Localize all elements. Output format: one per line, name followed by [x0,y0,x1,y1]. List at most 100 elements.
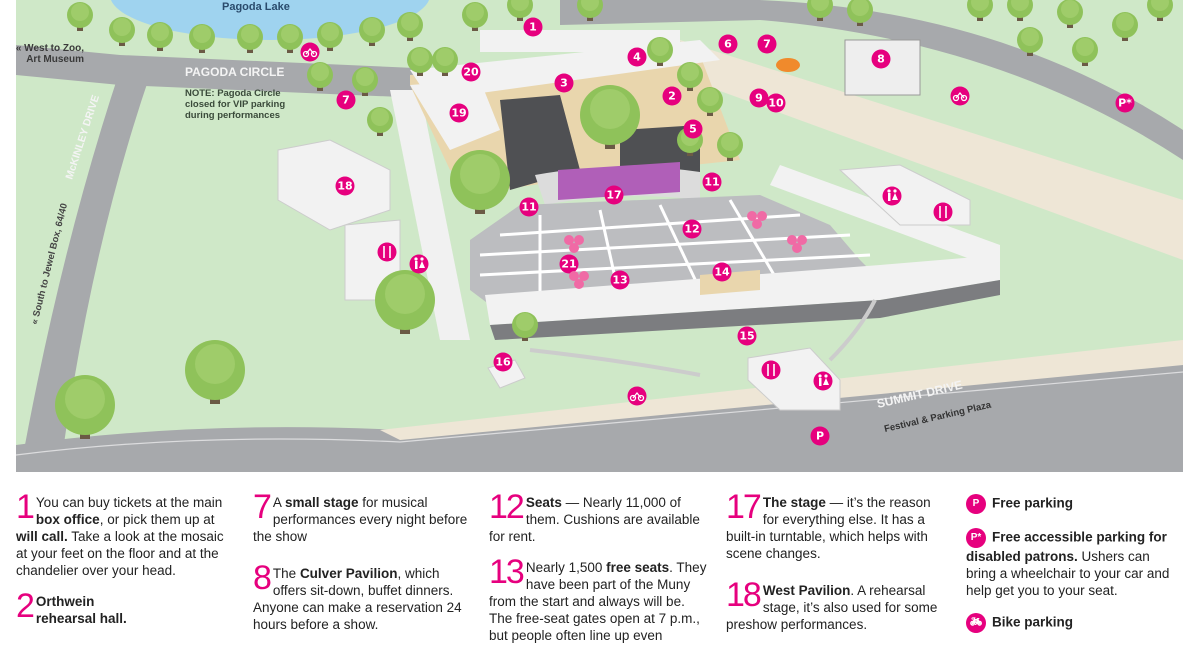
muny-site-map: Pagoda Lake « West to Zoo, Art Museum PA… [16,0,1184,472]
svg-text:12: 12 [684,223,699,236]
svg-text:10: 10 [768,97,784,110]
svg-text:9: 9 [755,92,763,105]
marker-11-east[interactable]: 11 [702,172,722,192]
svg-text:13: 13 [612,274,627,287]
marker-10[interactable]: 10 [766,93,786,113]
restroom-icon [409,254,429,274]
svg-text:11: 11 [704,176,719,189]
legend-text: , which offers sit-down, buffet dinners.… [253,566,462,632]
svg-text:14: 14 [714,266,730,279]
marker-12[interactable]: 12 [682,219,702,239]
legend-accessible-parking: P*Free accessible parking for disabled p… [966,528,1181,599]
legend-text: — Nearly 11,000 of them. Cushions are av… [489,495,700,544]
marker-16[interactable]: 16 [493,352,513,372]
svg-text:P*: P* [1118,97,1132,110]
flower-icons [564,211,807,289]
marker-5[interactable]: 5 [683,119,703,139]
note-line: during performances [185,110,280,121]
legend-text-bold: Bike parking [992,614,1074,630]
marker-4[interactable]: 4 [627,47,647,67]
stage [558,162,680,200]
marker-8[interactable]: 8 [871,49,891,69]
marker-6[interactable]: 6 [718,34,738,54]
restroom-icon [813,371,833,391]
svg-text:5: 5 [689,123,697,136]
marker-1[interactable]: 1 [523,17,543,37]
bike-icon [950,86,970,106]
marker-2[interactable]: 2 [662,86,682,106]
svg-text:P: P [816,430,824,443]
legend-bike-parking: 🚲︎ Bike parking [966,613,1181,633]
svg-text:17: 17 [606,189,621,202]
svg-text:18: 18 [337,180,352,193]
marker-9[interactable]: 9 [749,88,769,108]
svg-text:1: 1 [529,21,537,34]
fork-knife-icon [761,360,781,380]
marker-20[interactable]: 20 [461,62,481,82]
flower-icon [787,235,807,253]
east-canopy [770,165,1000,270]
marker-14[interactable]: 14 [712,262,732,282]
legend-number: 18 [726,576,762,614]
marker-19[interactable]: 19 [449,103,469,123]
accessible-parking-marker[interactable]: P* [1115,93,1135,113]
bike-icon [300,42,320,62]
svg-text:21: 21 [561,258,576,271]
svg-text:16: 16 [495,356,511,369]
legend-text-bold: Seats [525,495,562,510]
marker-13[interactable]: 13 [610,270,630,290]
legend-text-bold: will call. [16,529,68,544]
pagoda-circle-label: PAGODA CIRCLE [185,65,284,79]
marker-18[interactable]: 18 [335,176,355,196]
legend-text: A [272,495,285,510]
marker-7-west[interactable]: 7 [336,90,356,110]
flower-icon [569,271,589,289]
marker-7[interactable]: 7 [757,34,777,54]
marker-17[interactable]: 17 [604,185,624,205]
parking-icon: P [966,494,986,514]
marker-15[interactable]: 15 [737,326,757,346]
legend-number: 7 [253,488,272,526]
fork-knife-icon [377,242,397,262]
svg-text:8: 8 [877,53,885,66]
fork-knife-icon [933,202,953,222]
legend-text: — it’s the reason for everything else. I… [726,495,931,561]
legend-number: 1 [16,488,35,526]
legend-text: for musical performances every night bef… [253,495,468,544]
marker-11-west[interactable]: 11 [519,197,539,217]
legend-text-bold: Orthwein rehearsal hall. [35,594,127,626]
restaurant-icons [377,202,953,380]
lake-label: Pagoda Lake [222,1,290,13]
parking-marker[interactable]: P [810,426,830,446]
svg-text:20: 20 [463,66,479,79]
note-line: NOTE: Pagoda Circle [185,88,281,99]
legend-text: You can buy tickets at the main [35,495,223,510]
west-pavilion [277,139,391,231]
restroom-icons [409,186,902,391]
legend-number: 2 [16,587,35,625]
marker-21[interactable]: 21 [559,254,579,274]
legend-number: 12 [489,488,525,526]
bike-icon: 🚲︎ [966,613,986,633]
marker-3[interactable]: 3 [554,73,574,93]
svg-text:7: 7 [342,94,350,107]
bike-parking-icons [300,42,970,406]
legend-text: Take a look at the mosaic at your feet o… [16,529,224,578]
legend-text: The [272,566,300,581]
location-markers: 1 2 3 4 5 6 7 7 8 9 10 11 11 12 13 14 15… [335,17,1135,446]
restroom-icon [882,186,902,206]
legend-text-bold: Culver Pavilion [299,566,398,581]
west-label-2: Art Museum [26,54,84,65]
legend-text: . A rehearsal stage, it’s also used for … [726,583,938,632]
